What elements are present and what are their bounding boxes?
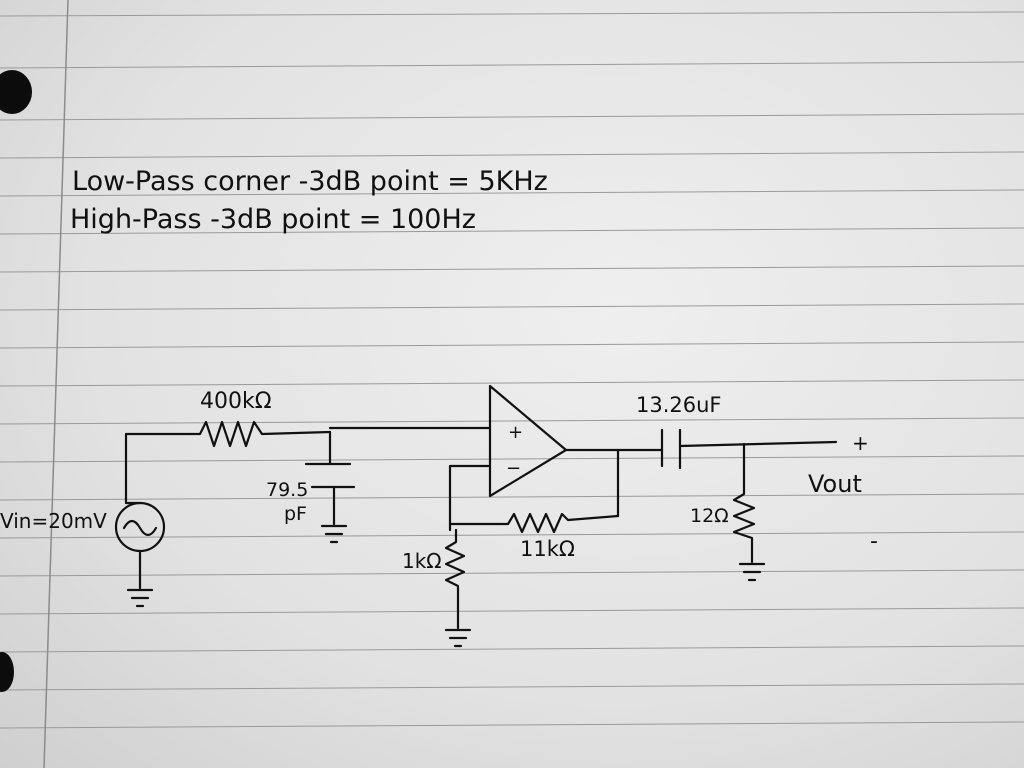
binder-hole-bottom xyxy=(0,652,14,692)
resistor-1k xyxy=(444,528,472,648)
r-in-label: 400kΩ xyxy=(200,389,272,414)
capacitor-79pf xyxy=(304,462,356,544)
out-plus-label: + xyxy=(852,431,869,455)
r-gnd-label: 1kΩ xyxy=(402,549,442,573)
c-filter-unit: pF xyxy=(284,503,307,525)
resistor-11k xyxy=(496,512,620,534)
r-load-label: 12Ω xyxy=(690,505,729,527)
margin-line xyxy=(43,0,69,768)
binder-hole-top xyxy=(0,70,32,114)
resistor-400k xyxy=(188,420,332,448)
opamp-minus-label: − xyxy=(506,458,521,479)
c-out-label: 13.26uF xyxy=(636,393,722,417)
op-amp: + − xyxy=(488,384,568,498)
resistor-12ohm xyxy=(732,442,766,582)
note-lowpass: Low-Pass corner -3dB point = 5KHz xyxy=(72,166,548,197)
c-filter-value: 79.5 xyxy=(266,479,308,501)
ground-icon xyxy=(126,588,154,608)
r-fb-label: 11kΩ xyxy=(520,537,575,561)
capacitor-13uf xyxy=(660,428,682,470)
vout-label: Vout xyxy=(808,470,862,498)
ground-icon xyxy=(320,524,348,544)
ruled-lines xyxy=(0,11,1024,729)
note-highpass: High-Pass -3dB point = 100Hz xyxy=(70,204,476,235)
ground-icon xyxy=(738,562,766,582)
input-source xyxy=(114,432,192,608)
out-minus-label: - xyxy=(870,529,878,554)
ground-icon xyxy=(444,628,472,648)
vin-label: Vin=20mV xyxy=(0,509,107,533)
opamp-plus-label: + xyxy=(508,422,523,443)
